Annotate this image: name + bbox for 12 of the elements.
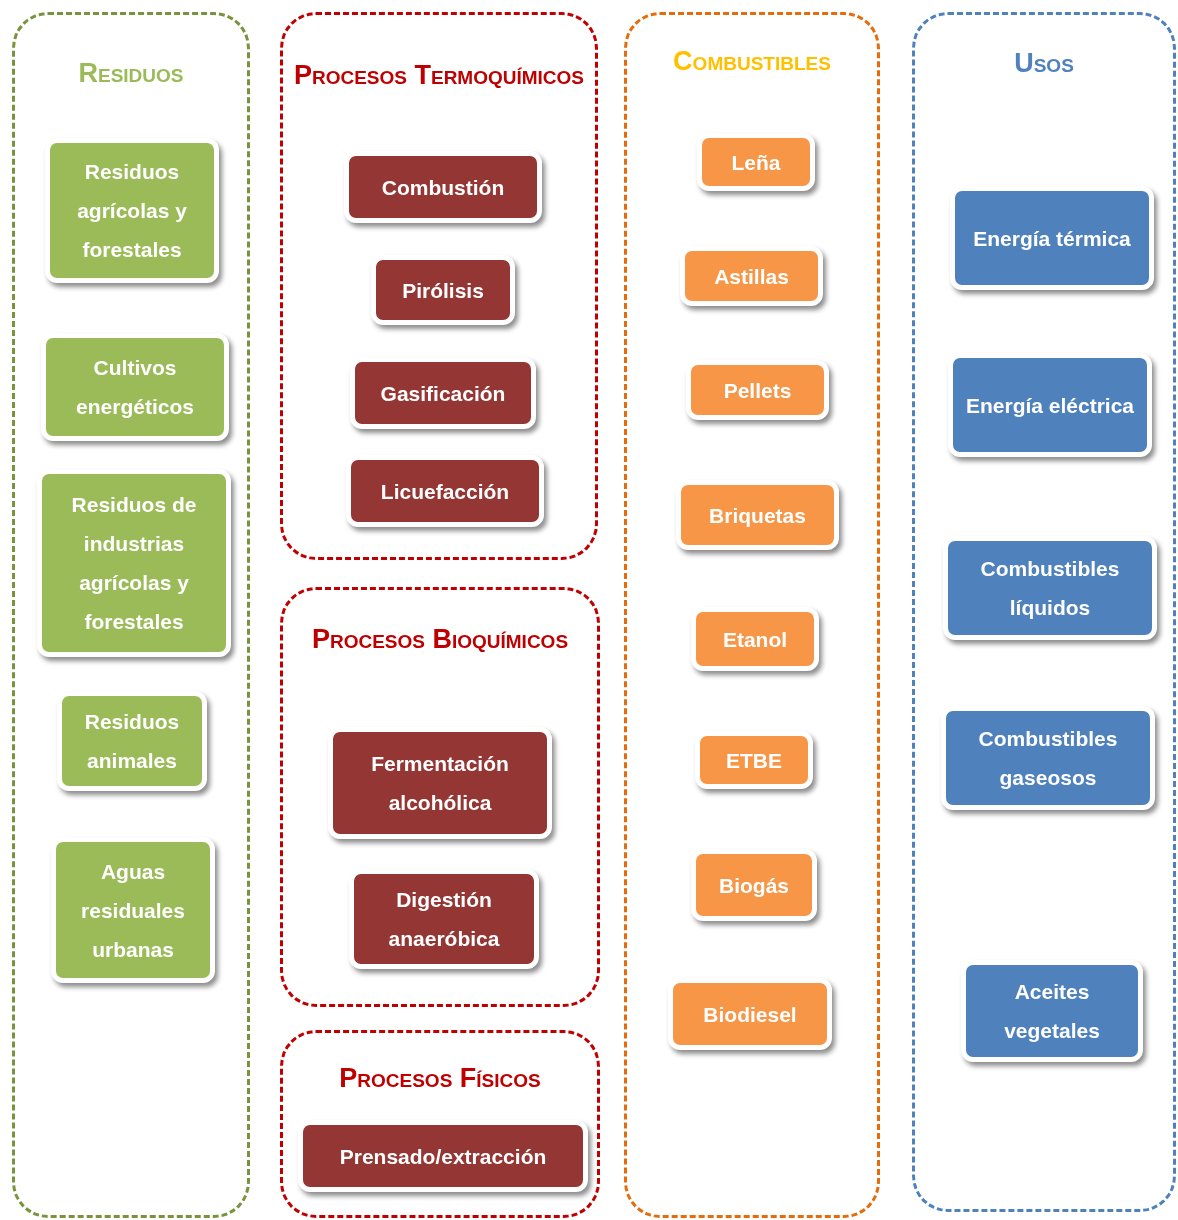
group-heading: Procesos Bioquímicos: [310, 623, 570, 656]
dashed-group: [912, 12, 1176, 1212]
group-heading: Procesos Termoquímicos: [292, 59, 586, 92]
dashed-group: [12, 12, 250, 1218]
group-heading: Residuos: [77, 57, 185, 90]
group-heading: Usos: [1013, 47, 1075, 80]
dashed-group: [280, 587, 600, 1007]
group-heading: Procesos Físicos: [338, 1062, 542, 1095]
dashed-group: [280, 1030, 600, 1218]
dashed-group: [624, 12, 880, 1218]
group-heading: Combustibles: [672, 45, 832, 78]
dashed-group: [280, 12, 598, 560]
